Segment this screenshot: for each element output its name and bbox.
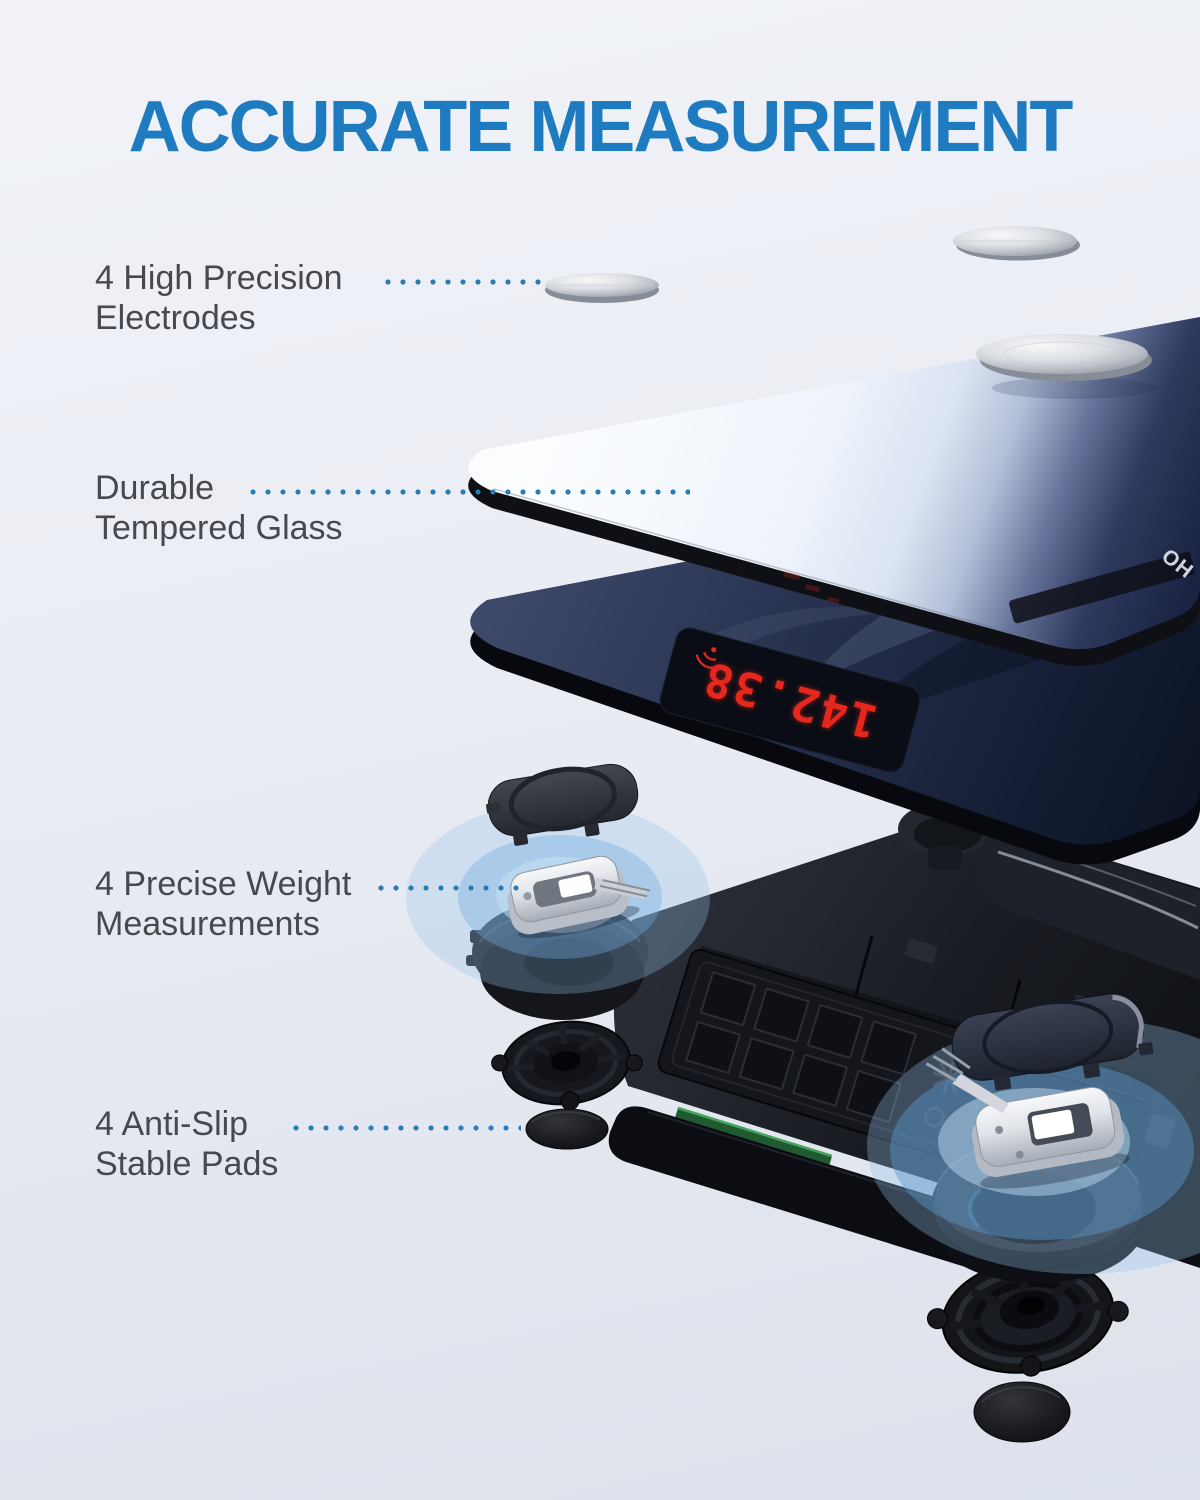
right-ring-bracket <box>926 1258 1129 1377</box>
leader-line-weight-sensors <box>378 885 528 891</box>
glass-reflection-strip <box>1009 551 1195 624</box>
electrode-disc-upper <box>953 226 1080 261</box>
tempered-glass-layer: OH <box>468 317 1200 667</box>
callout-electrodes: 4 High Precision Electrodes <box>95 258 343 338</box>
callout-tempered-glass-line2: Tempered Glass <box>95 509 343 547</box>
right-sensor-cover <box>951 993 1154 1091</box>
display-reflection <box>783 571 840 604</box>
anti-slip-pad-bottom <box>973 1381 1071 1443</box>
callout-weight-sensors: 4 Precise Weight Measurements <box>95 864 351 944</box>
electrode-disc-on-glass <box>976 334 1156 399</box>
leader-line-electrodes <box>385 279 543 285</box>
callout-tempered-glass: Durable Tempered Glass <box>95 468 343 548</box>
page-title: ACCURATE MEASUREMENT <box>128 87 1074 167</box>
anti-slip-pad <box>525 1108 609 1150</box>
wireless-signal-icon <box>695 647 718 669</box>
callout-weight-sensors-line1: 4 Precise Weight <box>95 865 352 903</box>
callout-electrodes-line1: 4 High Precision <box>95 259 343 297</box>
callout-anti-slip-pads: 4 Anti-Slip Stable Pads <box>95 1104 278 1184</box>
callout-anti-slip-pads-line1: 4 Anti-Slip <box>95 1105 249 1143</box>
leader-line-tempered-glass <box>250 489 690 495</box>
callout-weight-sensors-line2: Measurements <box>95 905 320 943</box>
callout-anti-slip-pads-line2: Stable Pads <box>95 1145 279 1183</box>
left-load-cell-sensor <box>507 855 651 939</box>
leader-line-anti-slip-pads <box>293 1125 521 1131</box>
callout-tempered-glass-line1: Durable <box>95 469 215 507</box>
right-load-cell-sensor <box>925 1047 1130 1189</box>
left-sensor-cover <box>485 763 639 846</box>
electrode-disc-callout <box>545 273 659 303</box>
callout-electrodes-line2: Electrodes <box>95 299 256 337</box>
left-ring-bracket <box>491 1020 643 1111</box>
